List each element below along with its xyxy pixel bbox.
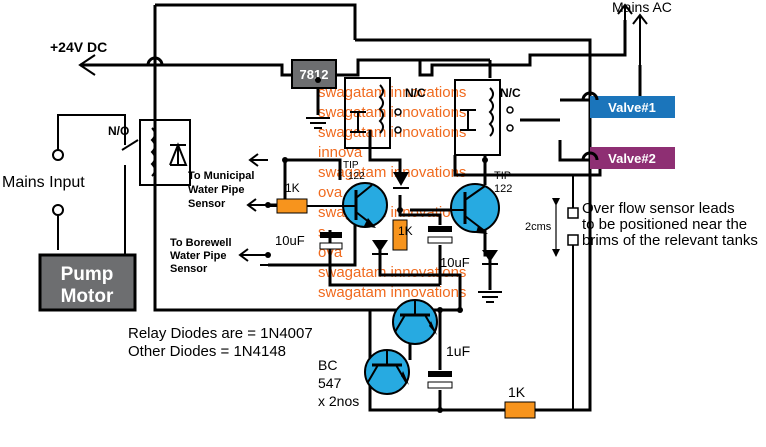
capacitor-label: 1uF	[446, 343, 470, 359]
diode-icon	[482, 250, 498, 265]
npn-transistor-icon: TIP 122	[448, 170, 512, 234]
watermark-text: innova	[318, 144, 363, 161]
motor-label: Motor	[61, 286, 114, 307]
distance-label: 2cms	[525, 221, 552, 233]
ground-icon	[478, 291, 502, 303]
relay-contact-label: N/C	[405, 86, 426, 100]
watermark-text: swagatam innovations	[318, 164, 466, 181]
capacitor-bottom: 1uF	[427, 343, 470, 389]
relay-left: N/O	[108, 119, 191, 186]
overflow-sensor: 2cms Over flow sensor leads to be positi…	[525, 175, 758, 410]
diode-note: Other Diodes = 1N4148	[128, 343, 286, 360]
junction-dots	[265, 77, 488, 413]
npn-transistor-icon: TIP 122	[340, 160, 388, 228]
municipal-sensor-lead: To Municipal Water Pipe Sensor	[188, 153, 268, 212]
relay-contact-label: N/O	[108, 124, 129, 138]
bc-label: BC	[318, 357, 337, 373]
bc-label: x 2nos	[318, 393, 359, 409]
municipal-label: Sensor	[188, 198, 226, 210]
transistor-label: TIP	[494, 170, 511, 182]
valve1-label: Valve#1	[608, 100, 656, 115]
mains-input-label: Mains Input	[2, 174, 85, 191]
borewell-label: Water Pipe	[170, 250, 226, 262]
npn-transistor-icon	[392, 299, 438, 345]
municipal-label: To Municipal	[188, 170, 254, 182]
borewell-label: Sensor	[170, 263, 208, 275]
watermark-text: swagatam innovations	[318, 84, 466, 101]
relay-coil-icon	[454, 79, 501, 156]
mains-terminal	[52, 149, 64, 161]
resistor-label: 1K	[398, 224, 413, 238]
transistor-label: 122	[494, 183, 512, 195]
pump-motor: Pump Motor	[38, 165, 137, 312]
watermark-text: ova	[318, 184, 343, 201]
relay-coil-icon	[344, 77, 391, 149]
npn-transistor-icon: BC 547 x 2nos	[318, 349, 410, 409]
overflow-note: to be positioned near the	[582, 216, 747, 233]
diode-notes: Relay Diodes are = 1N4007 Other Diodes =…	[128, 325, 313, 360]
transistor-label: 122	[348, 171, 365, 182]
overflow-note: brims of the relevant tanks	[582, 232, 758, 249]
diode-icon	[372, 240, 388, 255]
borewell-label: To Borewell	[170, 237, 232, 249]
capacitor-left: 10uF	[275, 232, 343, 250]
relay-contact-label: N/C	[500, 86, 521, 100]
voltage-regulator: 7812	[291, 59, 337, 89]
diode-icon	[393, 172, 409, 189]
resistor-1k-left: 1K	[268, 181, 340, 214]
regulator-label: 7812	[300, 67, 329, 82]
valve-2: Valve#2	[590, 147, 675, 169]
resistor-1k-mid: 1K	[392, 219, 413, 251]
relay-coil-icon	[139, 119, 191, 186]
capacitor-mid: 10uF	[427, 226, 470, 270]
resistor-label: 1K	[285, 181, 300, 195]
capacitor-label: 10uF	[440, 255, 470, 270]
dc-supply-label: +24V DC	[50, 39, 107, 55]
mains-ac-label: Mains AC	[612, 0, 672, 15]
ground-icon	[306, 117, 330, 129]
valve2-label: Valve#2	[608, 151, 656, 166]
resistor-label: 1K	[508, 384, 526, 400]
transistor-label: TIP	[343, 160, 359, 171]
resistor-1k-bottom: 1K	[504, 384, 536, 419]
municipal-label: Water Pipe	[188, 184, 244, 196]
relay-middle: N/C	[344, 77, 426, 149]
dc-supply-arrow: +24V DC	[50, 39, 155, 76]
watermark-text: swagatam innovations	[318, 264, 466, 281]
diode-note: Relay Diodes are = 1N4007	[128, 325, 313, 342]
capacitor-label: 10uF	[275, 233, 305, 248]
mains-terminal	[52, 204, 64, 216]
mains-ac-arrows: Mains AC	[612, 0, 672, 65]
watermark-text: swagatam innovations	[318, 284, 466, 301]
valve-1: Valve#1	[590, 96, 675, 118]
mains-input: Mains Input	[2, 114, 126, 250]
wire-crossings	[146, 56, 599, 161]
relay-right: N/C	[454, 79, 521, 156]
bc-label: 547	[318, 375, 342, 391]
pump-label: Pump	[61, 264, 114, 285]
overflow-note: Over flow sensor leads	[582, 200, 735, 217]
borewell-sensor-lead: To Borewell Water Pipe Sensor	[170, 237, 268, 275]
watermark-text: swagatam innovations	[318, 104, 466, 121]
watermark-text: swagatam innovations	[318, 124, 466, 141]
